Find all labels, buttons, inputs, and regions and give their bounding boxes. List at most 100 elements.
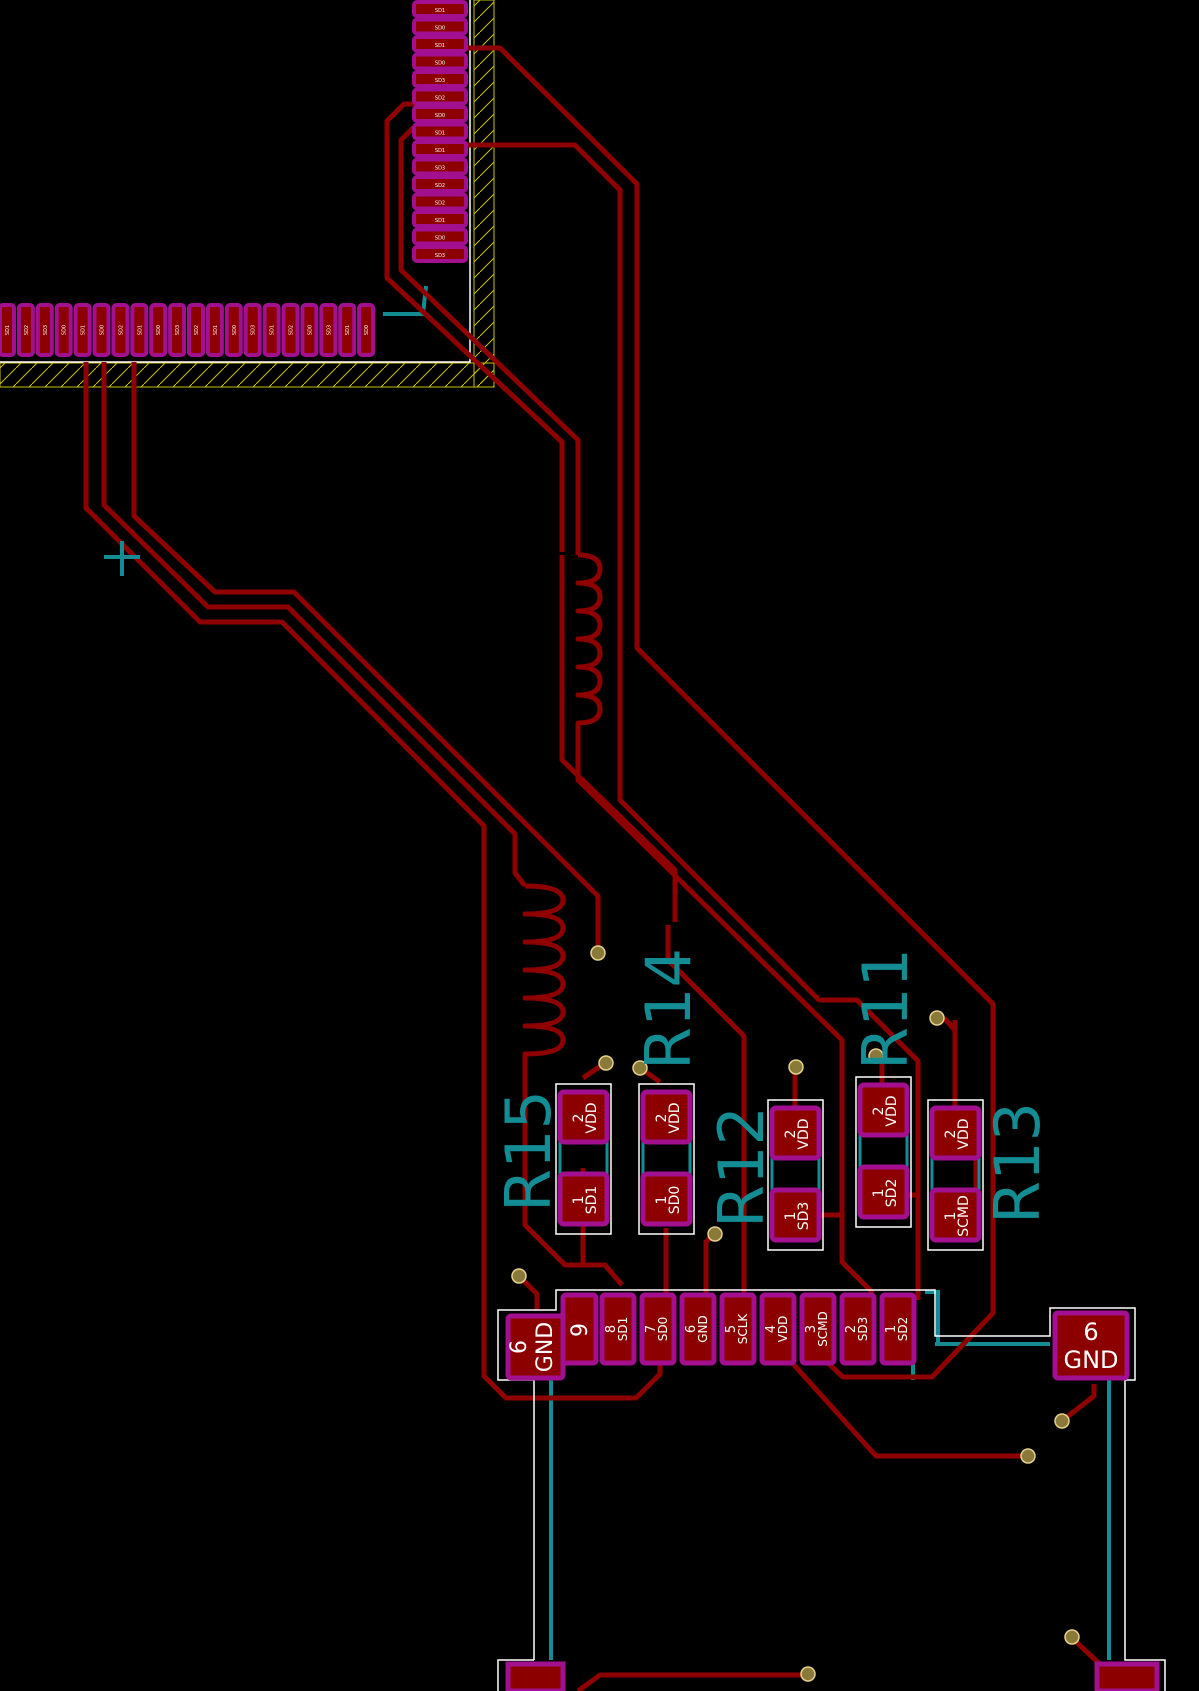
ic-pad-label: SD1 — [270, 325, 276, 335]
connector-pin-8[interactable] — [599, 1292, 637, 1366]
ic-pad-label: SD0 — [232, 325, 238, 335]
ref-r14: R14 — [632, 948, 705, 1070]
connector-pin-number: 2 — [844, 1325, 859, 1333]
ic-pad-label: SD2 — [435, 183, 445, 189]
svg-text:1: 1 — [943, 1212, 959, 1221]
reference-designators: R15 R14 R12 R11 R13 — [492, 948, 1054, 1228]
ic-pad-label: SD1 — [5, 325, 11, 335]
ic-pad — [412, 87, 468, 106]
ic-pad-label: SD1 — [435, 8, 445, 14]
svg-text:1: 1 — [871, 1189, 887, 1198]
ic-pad-label: SD3 — [435, 253, 445, 259]
connector-pin-net: SD1 — [616, 1317, 630, 1342]
connector-pin-1[interactable] — [879, 1292, 917, 1366]
svg-text:2: 2 — [783, 1130, 799, 1139]
ref-r13: R13 — [981, 1102, 1054, 1224]
ic-pad — [16, 303, 35, 357]
connector-pin-6[interactable] — [679, 1292, 717, 1366]
ic-pad-label: SD2 — [194, 325, 200, 335]
resistor-r12[interactable]: 2 VDD 1 SD3 — [767, 1099, 824, 1251]
connector-pin-number: 5 — [724, 1325, 739, 1333]
ic-pad-label: SD0 — [435, 61, 445, 67]
connector-pin-net: SD2 — [896, 1317, 910, 1342]
ref-r11: R11 — [849, 948, 922, 1070]
ic-pad-label: SD0 — [307, 325, 313, 335]
svg-text:GND: GND — [533, 1322, 558, 1372]
ic-pad-label: SD2 — [435, 96, 445, 102]
svg-text:SD3: SD3 — [796, 1202, 812, 1231]
via — [590, 945, 606, 961]
ic-pad-label: SD3 — [435, 78, 445, 84]
connector-pin-4[interactable] — [759, 1292, 797, 1366]
svg-text:6: 6 — [507, 1340, 532, 1354]
svg-text:SD2: SD2 — [884, 1179, 900, 1208]
resistor-r14[interactable]: 2 VDD 1 SD0 — [638, 1083, 695, 1235]
ic-pad — [54, 303, 73, 357]
ic-pad — [412, 17, 468, 36]
ic-pad-label: SD0 — [156, 325, 162, 335]
ic-pad — [0, 303, 16, 357]
connector-pin-3[interactable] — [799, 1292, 837, 1366]
ic-pad-label: SD1 — [435, 218, 445, 224]
ic-pad — [35, 303, 54, 357]
connector-pin-net: GND — [696, 1315, 710, 1343]
via — [1054, 1413, 1070, 1429]
svg-text:2: 2 — [871, 1107, 887, 1116]
ic-pad — [412, 140, 468, 158]
ic-pad — [412, 0, 468, 18]
pad-bottom-right — [1094, 1661, 1160, 1691]
pad-1 — [857, 1164, 910, 1220]
ic-pad — [73, 303, 92, 357]
connector-pin-number: 8 — [604, 1325, 619, 1333]
ic-pad-column: SD1SD0SD1SD0SD3SD2SD0SD1SD1SD3SD2SD2SD1S… — [412, 0, 468, 263]
ic-pad — [262, 303, 281, 357]
ic-pad — [130, 303, 149, 357]
svg-text:1: 1 — [654, 1196, 670, 1205]
ic-pad — [357, 303, 376, 357]
pad-tab-right — [1052, 1310, 1130, 1381]
ic-pad-label: SD0 — [435, 26, 445, 32]
ic-pad-label: SD3 — [43, 325, 49, 335]
ic-pad-label: SD1 — [435, 43, 445, 49]
resistor-r11[interactable]: 2 VDD 1 SD2 — [855, 1076, 912, 1228]
svg-text:SCMD: SCMD — [956, 1195, 972, 1237]
ic-pad — [412, 157, 468, 176]
connector-pin-2[interactable] — [839, 1292, 877, 1366]
ic-pad-label: SD3 — [435, 166, 445, 172]
via — [929, 1010, 945, 1026]
ic-pad-label: SD0 — [435, 113, 445, 119]
ic-pad — [412, 52, 468, 71]
ic-pad-label: SD1 — [345, 325, 351, 335]
pad-2 — [557, 1089, 610, 1145]
svg-text:1: 1 — [783, 1212, 799, 1221]
pad-2 — [857, 1082, 910, 1138]
via — [788, 1059, 804, 1075]
connector-pin-5[interactable] — [719, 1292, 757, 1366]
ic-pad — [412, 245, 468, 263]
ic-pad — [281, 303, 300, 357]
ic-pad — [412, 105, 468, 123]
svg-text:6: 6 — [1083, 1318, 1098, 1346]
ic-pad — [319, 303, 338, 357]
ic-pad-label: SD0 — [364, 325, 370, 335]
ic-pad-label: SD2 — [24, 325, 30, 335]
ic-pad — [243, 303, 262, 357]
copper-tracks — [83, 45, 1106, 1691]
resistor-r15[interactable]: 2 VDD 1 SD1 — [555, 1083, 612, 1235]
connector-pin-7[interactable] — [639, 1292, 677, 1366]
connector-pin-number: 4 — [764, 1325, 779, 1333]
svg-text:VDD: VDD — [667, 1102, 683, 1133]
ref-r12: R12 — [705, 1106, 778, 1228]
resistor-r13[interactable]: 2 VDD 1 SCMD — [927, 1099, 984, 1251]
ic-pad — [412, 70, 468, 88]
connector-pin-net: SCLK — [736, 1313, 750, 1345]
via — [1020, 1448, 1036, 1464]
ic-pad-label: SD3 — [326, 325, 332, 335]
ic-pad — [205, 303, 224, 357]
ic-pad — [412, 35, 468, 53]
ic-pad-label: SD2 — [289, 325, 295, 335]
